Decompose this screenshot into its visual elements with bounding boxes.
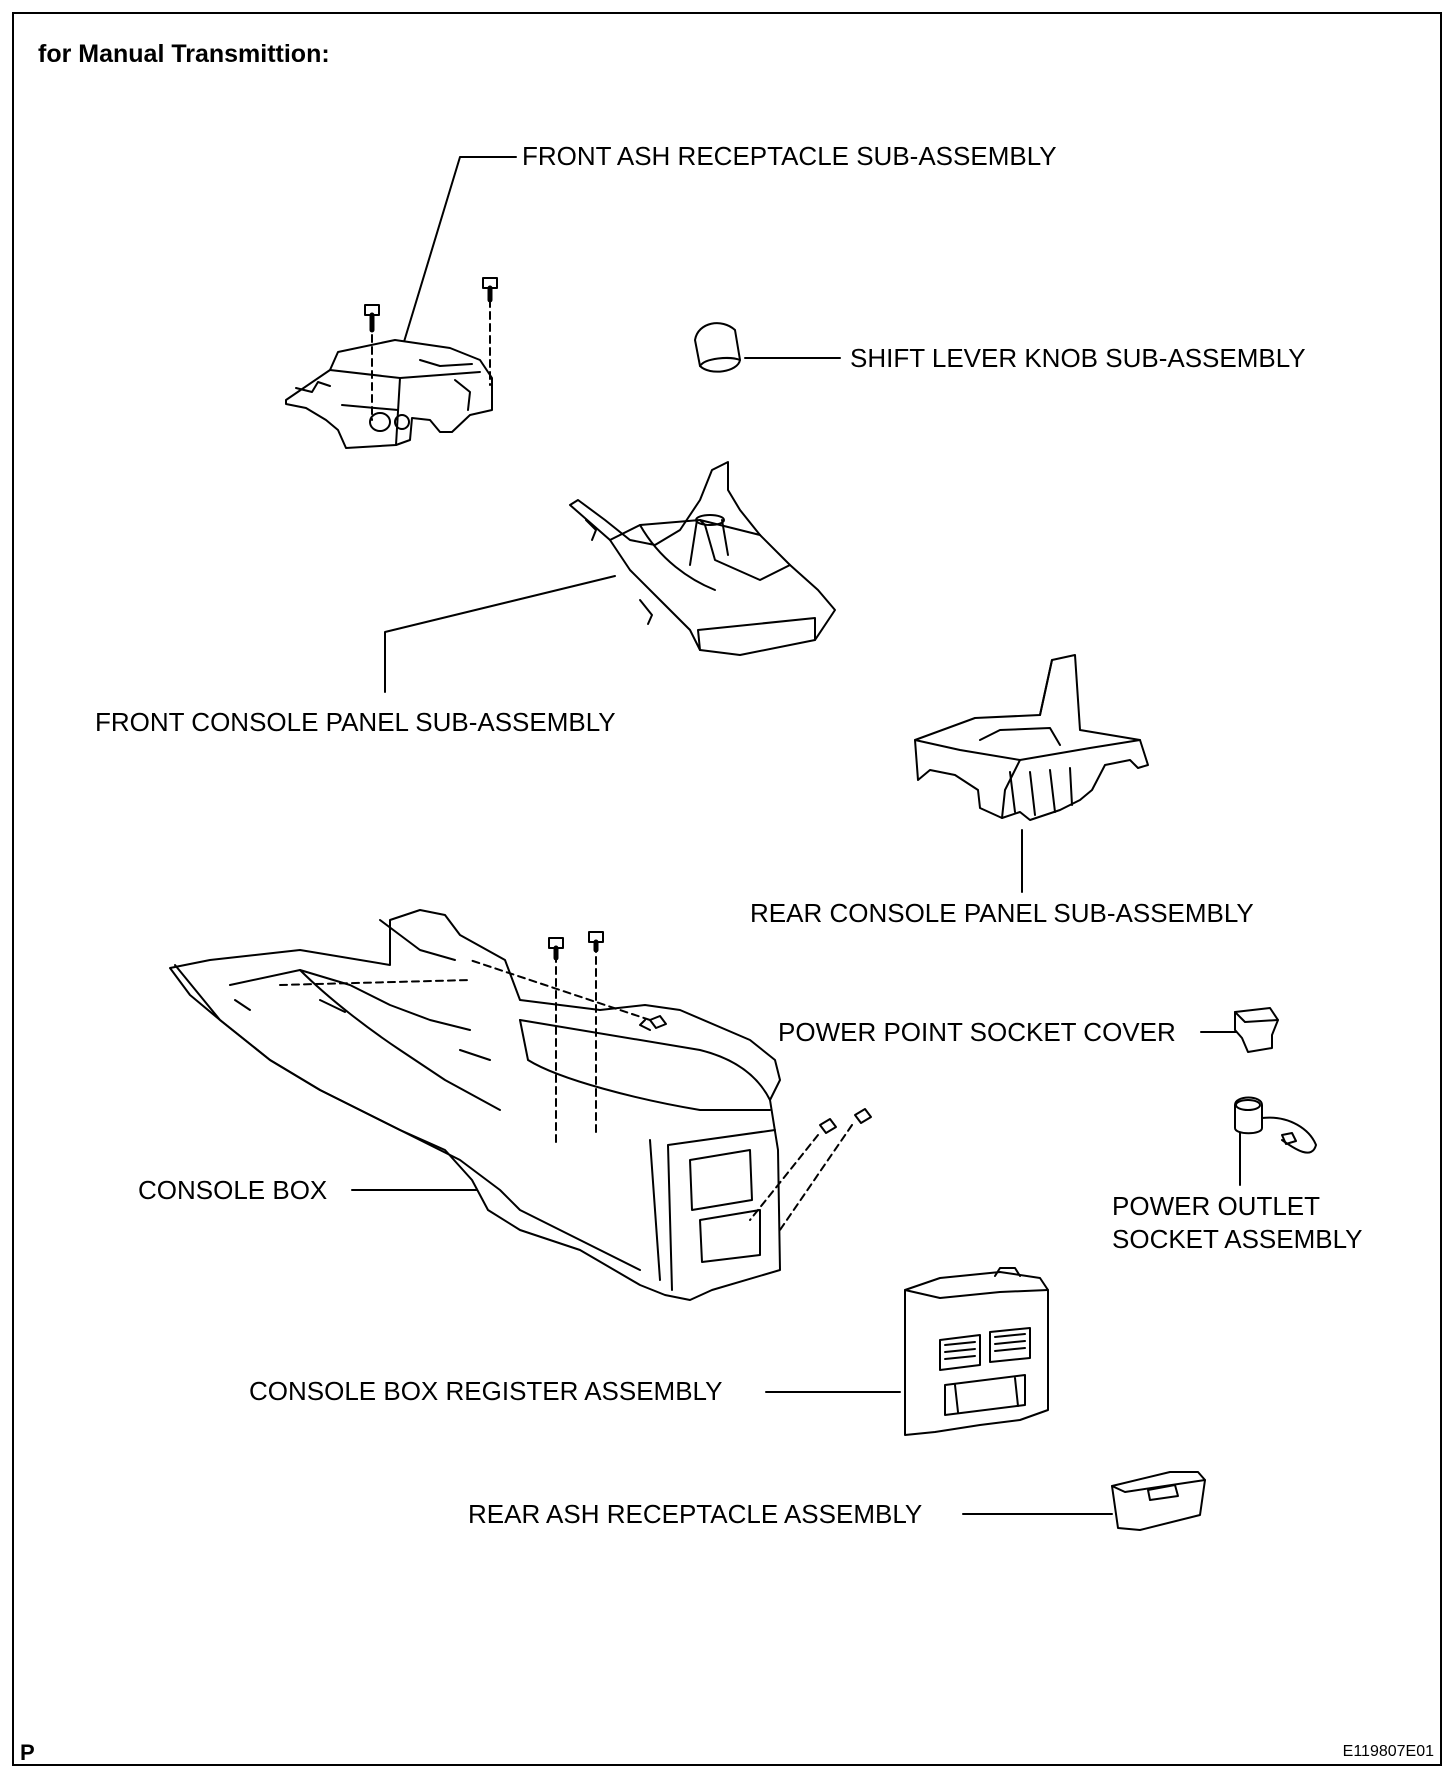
- console-register-drawing: [904, 1267, 1049, 1436]
- label-console-box: CONSOLE BOX: [138, 1175, 328, 1205]
- rear-ash-receptacle-drawing: [1111, 1471, 1206, 1531]
- label-power-outlet-line2: SOCKET ASSEMBLY: [1112, 1224, 1363, 1254]
- power-socket-cover-drawing: [1234, 1007, 1279, 1053]
- power-outlet-socket-drawing: [1234, 1096, 1317, 1154]
- diagram-title: for Manual Transmittion:: [38, 40, 330, 68]
- label-front-console-panel: FRONT CONSOLE PANEL SUB-ASSEMBLY: [95, 707, 616, 737]
- label-rear-ash-receptacle: REAR ASH RECEPTACLE ASSEMBLY: [468, 1499, 923, 1529]
- front-console-panel-drawing: [569, 461, 836, 656]
- diagram-frame: [12, 12, 1442, 1766]
- label-power-outlet-line1: POWER OUTLET: [1112, 1191, 1321, 1221]
- label-front-ash-receptacle: FRONT ASH RECEPTACLE SUB-ASSEMBLY: [522, 141, 1057, 171]
- rear-console-panel-drawing: [914, 654, 1149, 821]
- label-shift-lever-knob: SHIFT LEVER KNOB SUB-ASSEMBLY: [850, 343, 1306, 373]
- label-console-box-register: CONSOLE BOX REGISTER ASSEMBLY: [249, 1376, 723, 1406]
- shift-knob-drawing: [694, 322, 741, 373]
- label-rear-console-panel: REAR CONSOLE PANEL SUB-ASSEMBLY: [750, 898, 1254, 928]
- console-box-drawing: [169, 909, 872, 1301]
- corner-letter: P: [20, 1740, 35, 1765]
- front-ash-receptacle-drawing: [285, 277, 498, 449]
- figure-code: E119807E01: [1342, 1743, 1434, 1760]
- label-power-point-socket-cover: POWER POINT SOCKET COVER: [778, 1017, 1176, 1047]
